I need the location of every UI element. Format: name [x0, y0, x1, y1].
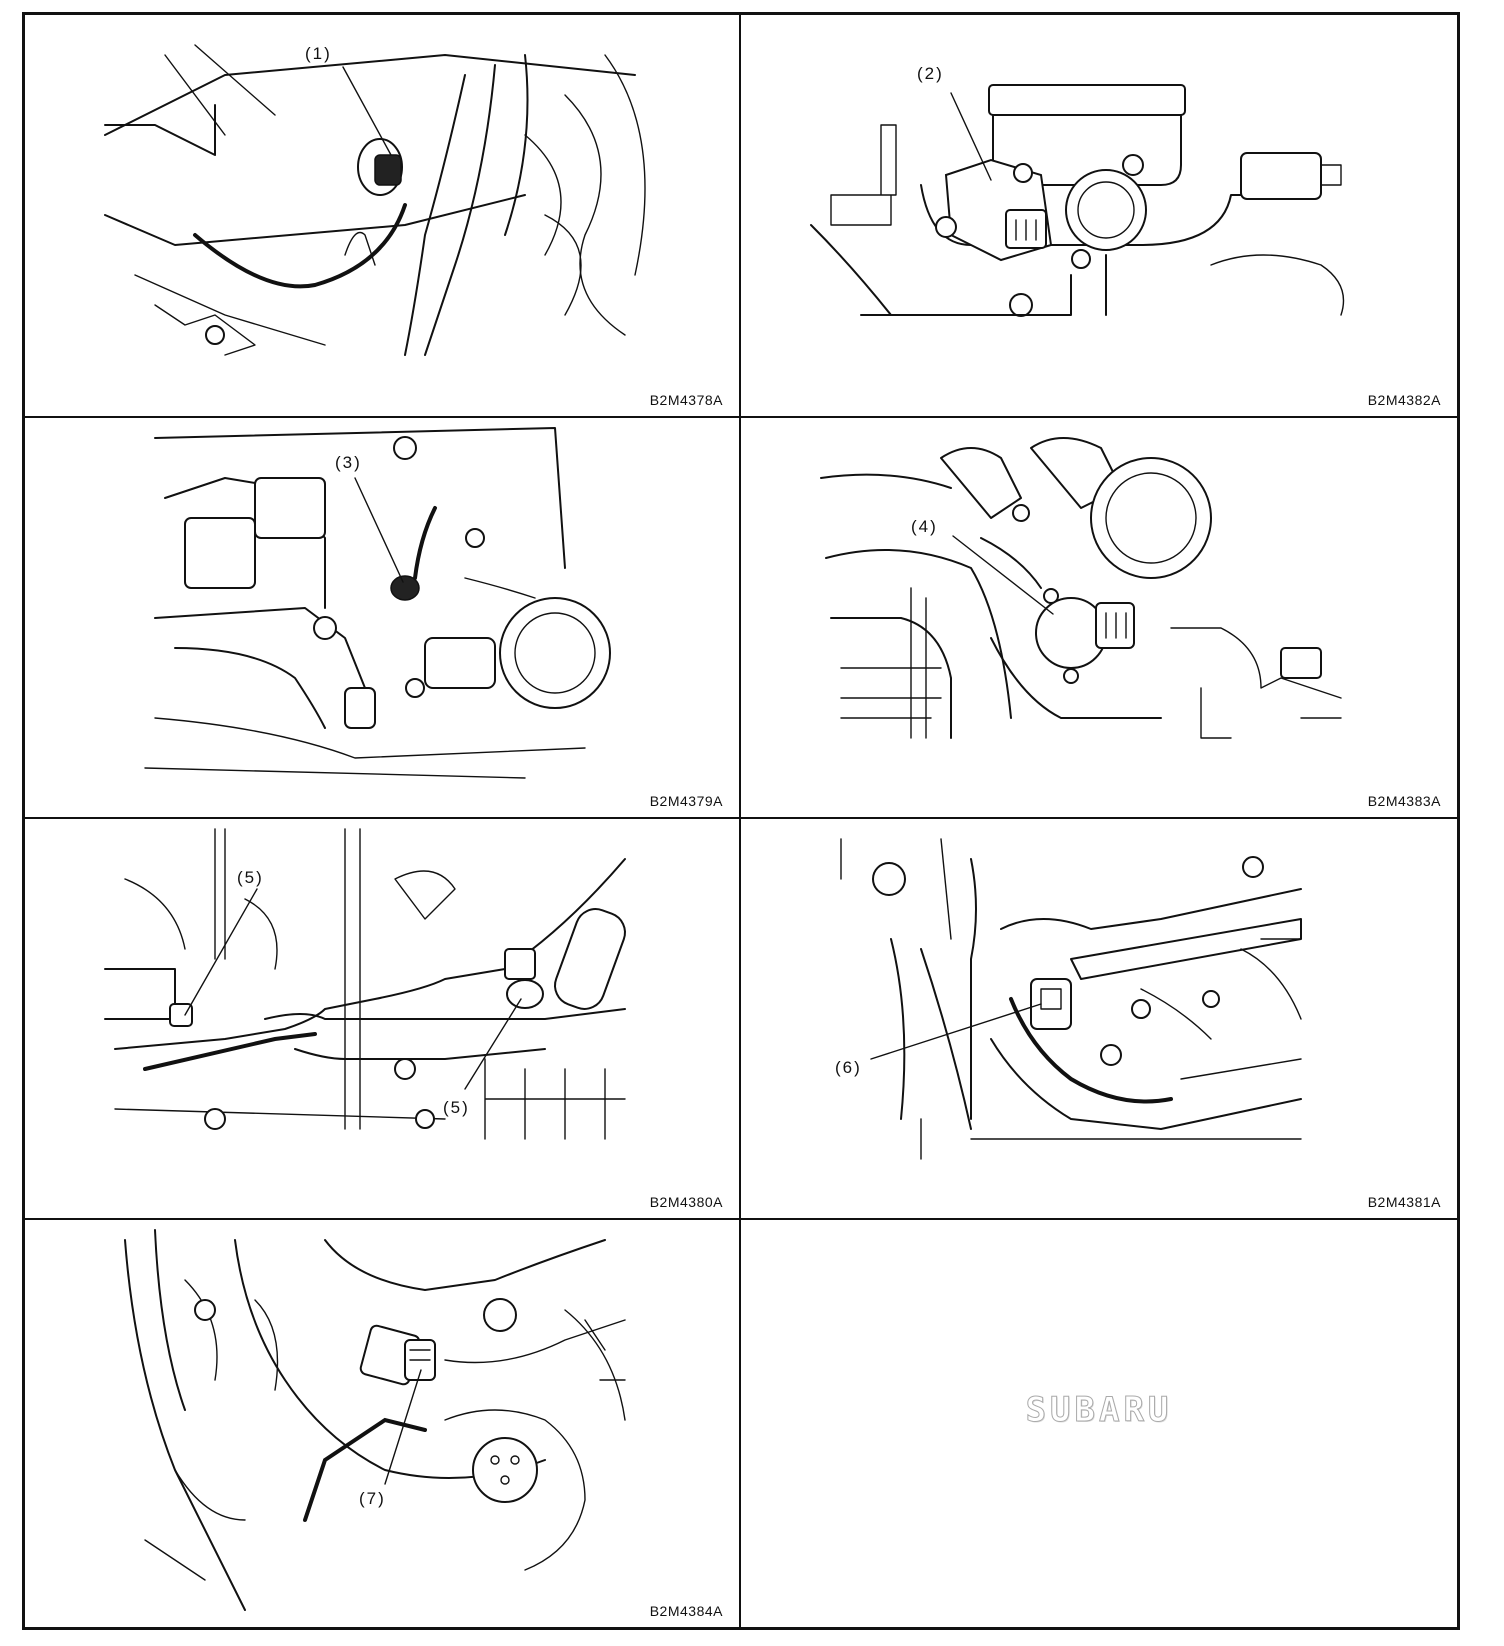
figure-4-ref: B2M4383A — [1367, 793, 1441, 809]
figure-5: (5) (5) B2M4380A — [25, 819, 741, 1220]
callout-6: (6) — [835, 1058, 862, 1077]
callout-5a-leader — [184, 888, 258, 1016]
logo-panel: SUBARU — [741, 1220, 1457, 1627]
figure-7: (7) B2M4384A — [25, 1220, 741, 1627]
sensor-5b-connector — [504, 948, 536, 980]
figure-1-ref: B2M4378A — [649, 392, 723, 408]
callout-6-leader — [870, 1003, 1042, 1060]
callout-1-leader — [342, 66, 392, 156]
engine-drawing-1: (1) — [104, 44, 646, 356]
callout-4: (4) — [911, 517, 938, 536]
sensor-6-body — [1030, 978, 1072, 1030]
callout-4-leader — [952, 535, 1054, 615]
figure-3-ref: B2M4379A — [649, 793, 723, 809]
subaru-logo: SUBARU — [1025, 1390, 1173, 1431]
callout-7: (7) — [359, 1489, 386, 1508]
figure-grid: (1) B2M4378A (2) B2M4 — [22, 12, 1460, 1630]
figure-4: (4) B2M4383A — [741, 418, 1457, 819]
engine-drawing-5: (5) (5) — [104, 828, 626, 1140]
engine-drawing-3: (3) — [144, 427, 611, 779]
figure-2: (2) B2M4382A — [741, 15, 1457, 418]
figure-6-ref: B2M4381A — [1367, 1194, 1441, 1210]
callout-3-leader — [354, 477, 404, 583]
sensor-5a-connector — [169, 1003, 193, 1027]
callout-3: (3) — [335, 453, 362, 472]
callout-5a: (5) — [237, 868, 264, 887]
callout-5b: (5) — [443, 1098, 470, 1117]
figure-1: (1) B2M4378A — [25, 15, 741, 418]
figure-5-ref: B2M4380A — [649, 1194, 723, 1210]
figure-7-ref: B2M4384A — [649, 1603, 723, 1619]
figure-3: (3) B2M4379A — [25, 418, 741, 819]
callout-1: (1) — [305, 44, 332, 63]
callout-2-leader — [950, 92, 992, 181]
figure-2-ref: B2M4382A — [1367, 392, 1441, 408]
engine-drawing-4: (4) — [820, 437, 1342, 739]
callout-2: (2) — [917, 64, 944, 83]
engine-drawing-6: (6) — [835, 838, 1302, 1160]
engine-drawing-2: (2) — [810, 64, 1345, 317]
callout-5b-leader — [464, 998, 522, 1090]
figure-6: (6) B2M4381A — [741, 819, 1457, 1220]
callout-7-leader — [384, 1369, 422, 1485]
engine-drawing-7: (7) — [124, 1229, 626, 1611]
sensor-3-connector — [390, 575, 420, 601]
